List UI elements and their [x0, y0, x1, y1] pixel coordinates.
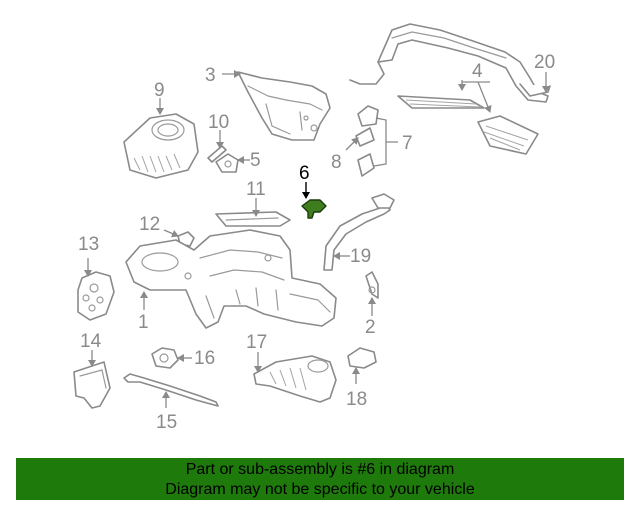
- part-20-duct: [349, 23, 551, 103]
- info-banner: Part or sub-assembly is #6 in diagram Di…: [16, 458, 624, 500]
- callout-12: 12: [139, 214, 160, 235]
- callout-13: 13: [78, 234, 99, 255]
- callout-20: 20: [534, 52, 555, 73]
- callout-1: 1: [138, 312, 149, 333]
- part-9-blower-case: [123, 113, 199, 179]
- part-7-actuator: [355, 105, 379, 177]
- part-19-tube: [323, 193, 395, 271]
- part-5-actuator: [215, 153, 239, 173]
- part-16-blower-motor: [151, 347, 179, 369]
- callout-10: 10: [208, 112, 229, 133]
- part-11-plate: [215, 211, 291, 227]
- callout-labels: 3 9 4 20 10 5 7 8 6 11 12 13 19 1 2 14 1…: [78, 52, 555, 433]
- callout-15: 15: [156, 412, 177, 433]
- callout-19: 19: [350, 246, 371, 267]
- parts-diagram: 3 9 4 20 10 5 7 8 6 11 12 13 19 1 2 14 1…: [73, 23, 555, 433]
- part-10-clip: [207, 145, 227, 163]
- part-18-actuator: [347, 347, 377, 369]
- callout-7: 7: [402, 133, 413, 154]
- banner-line-disclaimer: Diagram may not be specific to your vehi…: [165, 481, 475, 498]
- callout-4: 4: [472, 61, 483, 82]
- callout-14: 14: [80, 331, 102, 352]
- part-6-highlighted: [301, 199, 327, 219]
- callout-9: 9: [154, 80, 165, 101]
- part-3-housing-cover: [237, 71, 331, 141]
- part-2-bracket: [365, 271, 379, 299]
- callout-6: 6: [299, 163, 310, 184]
- part-15-cable: [123, 373, 219, 407]
- callout-5: 5: [250, 150, 261, 171]
- part-4-filters: [397, 95, 539, 155]
- banner-line-part: Part or sub-assembly is #6 in diagram: [185, 461, 455, 478]
- part-17-lower-case: [253, 355, 337, 403]
- callout-18: 18: [346, 389, 367, 410]
- part-1-hvac-case: [125, 229, 337, 329]
- callout-3: 3: [205, 65, 216, 86]
- part-14-door: [73, 361, 111, 409]
- callout-2: 2: [365, 317, 376, 338]
- callout-16: 16: [194, 348, 215, 369]
- callout-8: 8: [331, 152, 342, 173]
- part-13-blower-wheel: [77, 271, 115, 321]
- callout-17: 17: [246, 332, 267, 353]
- callout-leaders: [84, 70, 550, 408]
- callout-11: 11: [246, 179, 266, 200]
